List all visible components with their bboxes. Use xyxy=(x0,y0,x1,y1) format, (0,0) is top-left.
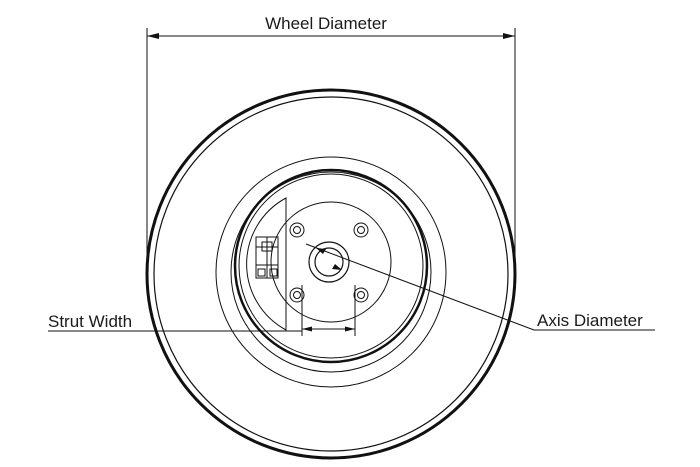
axis-diameter-arrow-lower xyxy=(332,264,342,270)
hub-inner-ring xyxy=(238,173,424,359)
axle xyxy=(308,241,350,283)
bolt-hole-bottom-left xyxy=(289,287,305,303)
wheel-diameter-arrow-right xyxy=(503,33,515,39)
axis-diameter-dimension xyxy=(305,243,655,331)
rim xyxy=(215,156,447,388)
axle-bore xyxy=(314,247,344,277)
strut-width-arrow-right xyxy=(345,326,355,332)
strut-clamp-tab-right xyxy=(269,268,278,277)
wheel-diameter-arrow-left xyxy=(147,33,159,39)
hub-flange xyxy=(270,201,392,323)
rim-ring xyxy=(230,171,432,373)
axis-diameter-arrow-upper xyxy=(316,248,326,254)
tire-inner-edge xyxy=(153,96,509,452)
rim-outer-ring xyxy=(215,156,447,388)
axis-diameter-dimension-line xyxy=(305,243,535,331)
strut-width-arrow-left xyxy=(302,326,312,332)
bolt-hole-top-right xyxy=(353,222,369,238)
strut-clamp-slot xyxy=(261,241,273,252)
hub xyxy=(233,168,429,364)
bolt-hole-bottom-right xyxy=(353,287,369,303)
axle-outer xyxy=(308,241,350,283)
strut-width-label: Strut Width xyxy=(48,312,132,331)
wheel-diameter-dimension xyxy=(146,28,516,265)
strut-width-dimension xyxy=(48,285,356,336)
strut-clamp-tab-left xyxy=(257,268,266,277)
hub-outer-ring xyxy=(233,168,429,364)
tire xyxy=(145,88,517,460)
bolt-holes xyxy=(289,222,369,303)
strut-plate-outline xyxy=(246,197,287,331)
axis-diameter-label: Axis Diameter xyxy=(537,311,643,330)
wheel-diameter-label: Wheel Diameter xyxy=(265,14,387,33)
bolt-hole-top-left xyxy=(289,222,305,238)
strut-bracket xyxy=(246,197,287,331)
tire-outer-edge xyxy=(145,88,517,460)
